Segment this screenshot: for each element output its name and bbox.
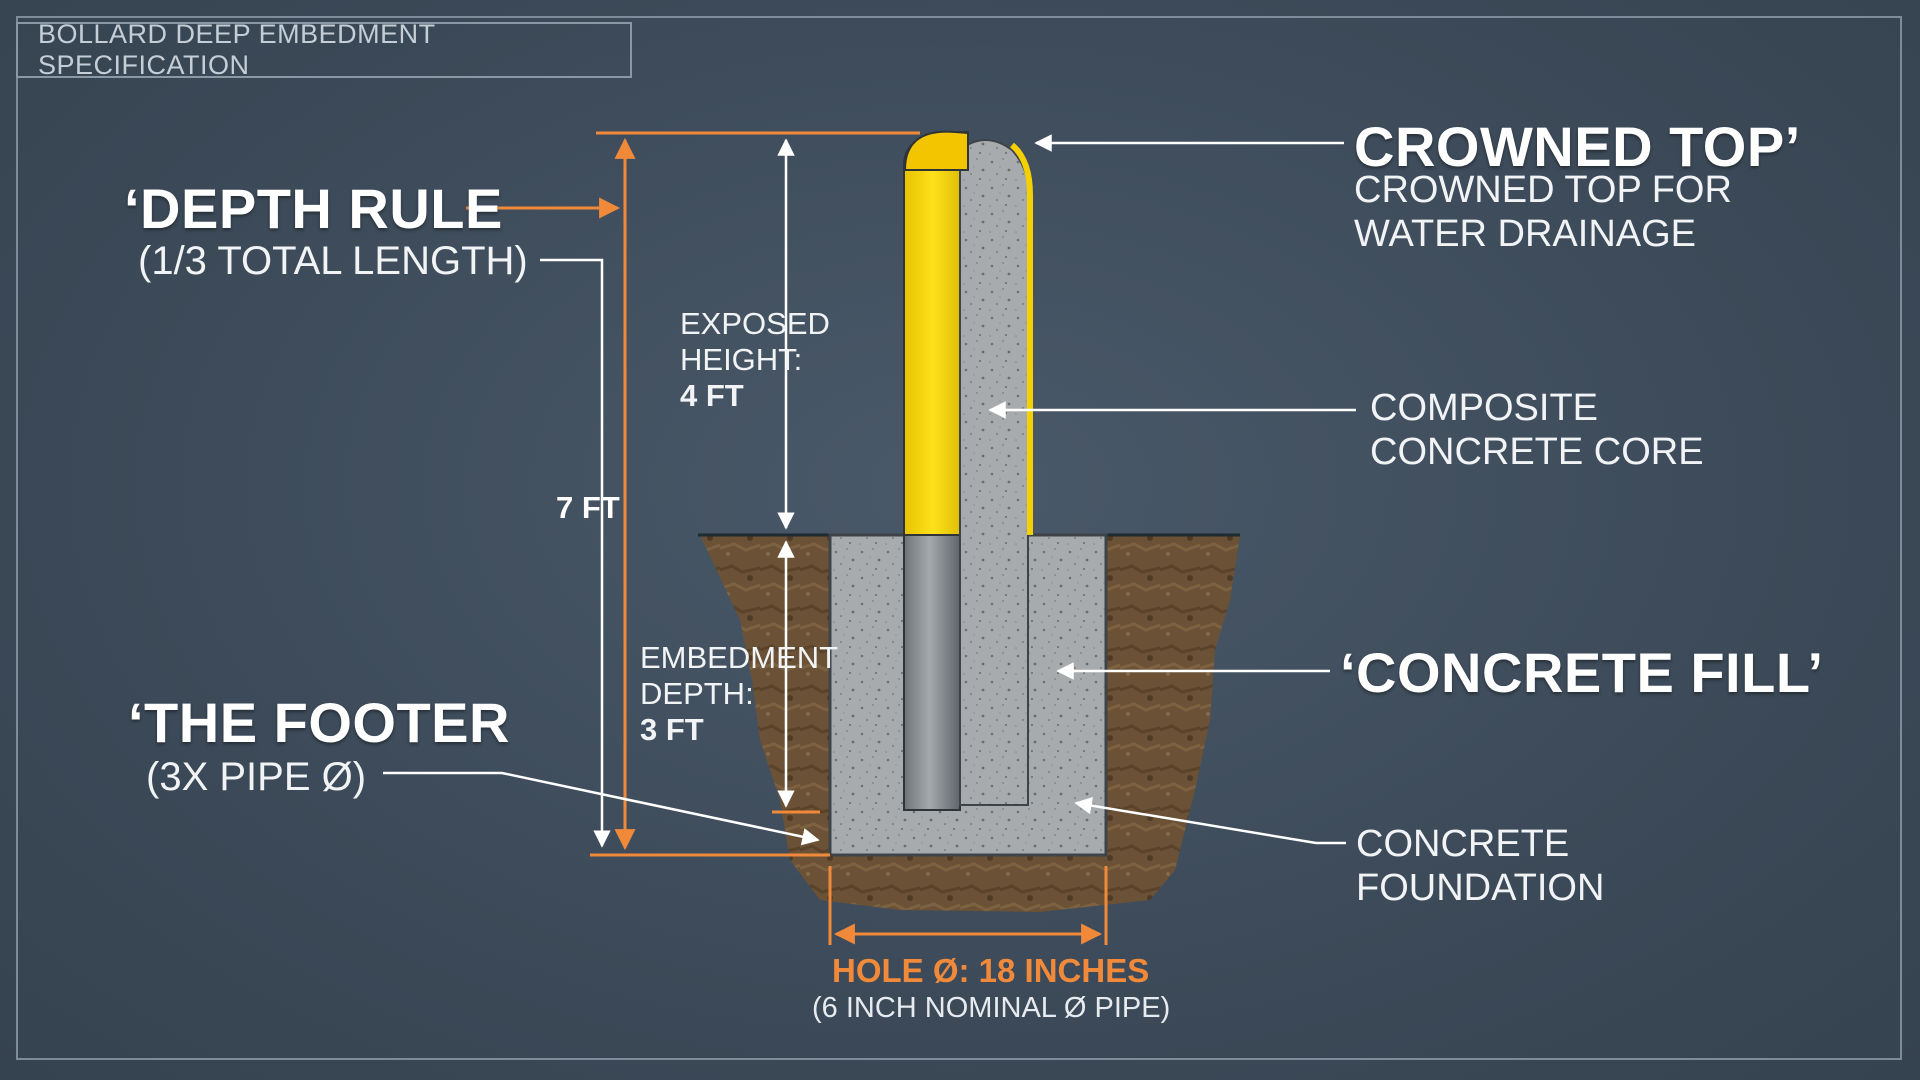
footer-leader (383, 771, 820, 846)
exposed-height-label: EXPOSED HEIGHT: 4 FT (680, 306, 830, 413)
crowned-cap (903, 130, 969, 171)
total-length-label: 7 FT (556, 490, 620, 525)
title-box: BOLLARD DEEP EMBEDMENT SPECIFICATION (16, 19, 632, 80)
yellow-sleeve (903, 131, 969, 536)
crowned-top-title: CROWNED TOP’ (1354, 115, 1801, 178)
foundation-leader (1074, 796, 1346, 845)
steel-pipe (903, 534, 961, 811)
composite-core-label: COMPOSITE CONCRETE CORE (1370, 387, 1704, 473)
concrete-fill-title: ‘CONCRETE FILL’ (1340, 641, 1824, 704)
pipe-size-note: (6 INCH NOMINAL Ø PIPE) (812, 992, 1171, 1024)
depth-rule-title: ‘DEPTH RULE (124, 177, 503, 240)
embedment-depth-label: EMBEDMENT DEPTH: 3 FT (640, 640, 839, 747)
sleeve-rim (1009, 142, 1033, 535)
footer-subtitle: (3X PIPE Ø) (146, 755, 367, 799)
concrete-core (959, 139, 1030, 806)
footer-title: ‘THE FOOTER (128, 691, 510, 754)
depth-rule-subtitle: (1/3 TOTAL LENGTH) (138, 239, 528, 283)
page-title: BOLLARD DEEP EMBEDMENT SPECIFICATION (38, 19, 436, 80)
hole-diameter-label: HOLE Ø: 18 INCHES (832, 952, 1150, 989)
outer-frame (16, 16, 1902, 1060)
depth-rule-bracket (540, 258, 611, 848)
crowned-top-description: CROWNED TOP FOR WATER DRAINAGE (1354, 169, 1732, 255)
concrete-foundation-label: CONCRETE FOUNDATION (1356, 823, 1605, 909)
